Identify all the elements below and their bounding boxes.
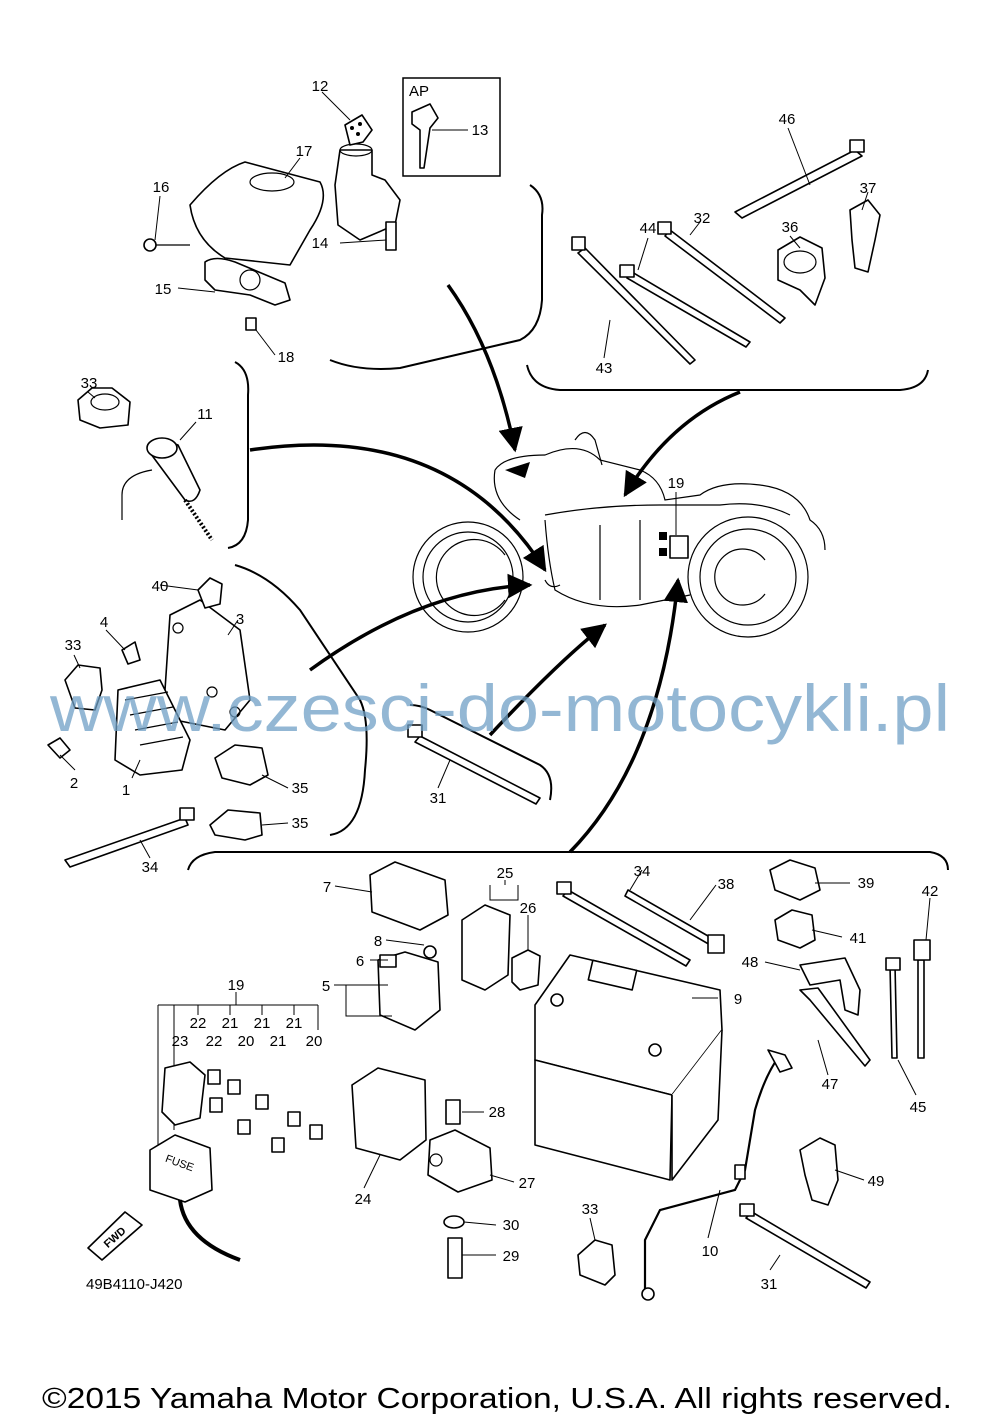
callout-9: 9 <box>734 991 742 1008</box>
callout-19-fuse: 19 <box>228 977 245 994</box>
callout-44: 44 <box>640 220 657 237</box>
callout-34-right: 34 <box>634 863 651 880</box>
callout-21-b: 21 <box>254 1015 271 1032</box>
fuse-block-group <box>87 992 323 1262</box>
callout-33-lower: 33 <box>582 1201 599 1218</box>
callout-19: 19 <box>668 475 685 492</box>
callout-22-a: 22 <box>190 1015 207 1032</box>
leader-arrows <box>249 283 741 854</box>
callout-37: 37 <box>860 180 877 197</box>
rectifier-group <box>47 577 269 868</box>
main-switch-group <box>143 77 501 331</box>
callout-39: 39 <box>858 875 875 892</box>
callout-40: 40 <box>152 578 169 595</box>
callout-7: 7 <box>323 879 331 896</box>
callout-3: 3 <box>236 611 244 628</box>
callout-20-b: 20 <box>306 1033 323 1050</box>
callout-49: 49 <box>868 1173 885 1190</box>
diagram-code: 49B4110-J420 <box>86 1276 182 1293</box>
callout-21-d: 21 <box>270 1033 287 1050</box>
callout-21-a: 21 <box>222 1015 239 1032</box>
callout-31-lower: 31 <box>761 1276 778 1293</box>
callout-22-b: 22 <box>206 1033 223 1050</box>
section-frames <box>187 184 949 871</box>
callout-24: 24 <box>355 1191 372 1208</box>
callout-8: 8 <box>374 933 382 950</box>
callout-26: 26 <box>520 900 537 917</box>
callout-46: 46 <box>779 111 796 128</box>
callout-45: 45 <box>910 1099 927 1116</box>
callout-12: 12 <box>312 78 329 95</box>
callout-labels: 1 2 3 4 5 6 7 8 9 10 11 12 AP 13 14 15 1… <box>65 78 939 1293</box>
callout-34-left: 34 <box>142 859 159 876</box>
upper-right-ties <box>571 139 881 365</box>
callout-31-center: 31 <box>430 790 447 807</box>
callout-43: 43 <box>596 360 613 377</box>
callout-41: 41 <box>850 930 867 947</box>
lower-parts <box>351 859 931 1301</box>
callout-38: 38 <box>718 876 735 893</box>
callout-5: 5 <box>322 978 330 995</box>
option-box-label: AP <box>409 83 429 100</box>
callout-29: 29 <box>503 1248 520 1265</box>
callout-30: 30 <box>503 1217 520 1234</box>
callout-28: 28 <box>489 1104 506 1121</box>
callout-47: 47 <box>822 1076 839 1093</box>
callout-11: 11 <box>197 406 213 423</box>
callout-21-c: 21 <box>286 1015 303 1032</box>
callout-10: 10 <box>702 1243 719 1260</box>
callout-32: 32 <box>694 210 711 227</box>
callout-20-a: 20 <box>238 1033 255 1050</box>
callout-leaders <box>59 91 931 1271</box>
callout-16: 16 <box>153 179 170 196</box>
callout-27: 27 <box>519 1175 536 1192</box>
callout-42: 42 <box>922 883 939 900</box>
callout-1: 1 <box>122 782 130 799</box>
callout-14: 14 <box>312 235 329 252</box>
watermark: www.czesci-do-motocykli.pl <box>49 671 950 745</box>
callout-33-middle: 33 <box>65 637 82 654</box>
callout-35-b: 35 <box>292 815 309 832</box>
callout-15: 15 <box>155 281 172 298</box>
callout-25: 25 <box>497 865 514 882</box>
callout-33-upper: 33 <box>81 375 98 392</box>
callout-18: 18 <box>278 349 295 366</box>
horn-group <box>77 387 214 542</box>
callout-17: 17 <box>296 143 313 160</box>
cable-tie-31-center <box>407 724 541 805</box>
callout-13: 13 <box>472 122 489 139</box>
motorcycle-outline <box>412 431 826 638</box>
callout-4: 4 <box>100 614 108 631</box>
callout-35-a: 35 <box>292 780 309 797</box>
callout-2: 2 <box>70 775 78 792</box>
callout-23: 23 <box>172 1033 189 1050</box>
callout-48: 48 <box>742 954 759 971</box>
callout-36: 36 <box>782 219 799 236</box>
callout-6: 6 <box>356 953 364 970</box>
copyright-notice: ©2015 Yamaha Motor Corporation, U.S.A. A… <box>42 1383 952 1415</box>
